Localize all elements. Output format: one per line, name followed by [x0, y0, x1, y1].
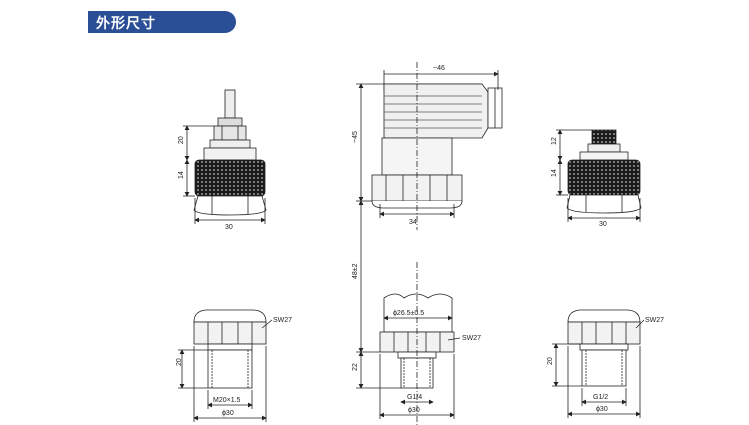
section-title: 外形尺寸: [96, 16, 156, 32]
dim-tl-width: 30: [225, 224, 233, 231]
label-br-hex: SW27: [645, 317, 664, 324]
drawing-bottom-center: [356, 200, 461, 425]
dim-tr-pin: 12: [551, 137, 558, 145]
dim-br-width: ϕ30: [596, 406, 608, 413]
label-bc-thread: G1/4: [407, 394, 422, 401]
drawing-top-center: [356, 62, 503, 230]
dim-bc-thread-len: 22: [352, 363, 359, 371]
dim-tc-width-bottom: 34: [409, 219, 417, 226]
dim-tc-height: ~45: [352, 131, 359, 143]
label-br-thread: G1/2: [593, 394, 608, 401]
dim-bl-thread-len: 20: [176, 358, 183, 366]
dim-tl-pin: 20: [178, 136, 185, 144]
drawing-bottom-left: [178, 309, 273, 422]
section-header: 外形尺寸: [88, 11, 236, 33]
dim-tr-width: 30: [599, 221, 607, 228]
dim-tc-width-top: ~46: [433, 65, 445, 72]
dim-bl-width: ϕ30: [222, 410, 234, 417]
dim-br-thread-len: 20: [547, 357, 554, 365]
drawing-bottom-right: [552, 309, 645, 418]
drawing-top-right: [556, 129, 642, 222]
drawing-top-left: [183, 89, 267, 224]
dim-bc-body: ϕ26.5±0.5: [393, 310, 424, 317]
label-bl-hex: SW27: [273, 317, 292, 324]
dim-bc-width: ϕ30: [408, 407, 420, 414]
dim-tr-knurl: 14: [551, 169, 558, 177]
label-bl-thread: M20×1.5: [213, 397, 241, 404]
label-bc-hex: SW27: [462, 335, 481, 342]
dim-tl-knurl: 14: [178, 171, 185, 179]
dim-bc-total: 48±2: [352, 263, 359, 279]
